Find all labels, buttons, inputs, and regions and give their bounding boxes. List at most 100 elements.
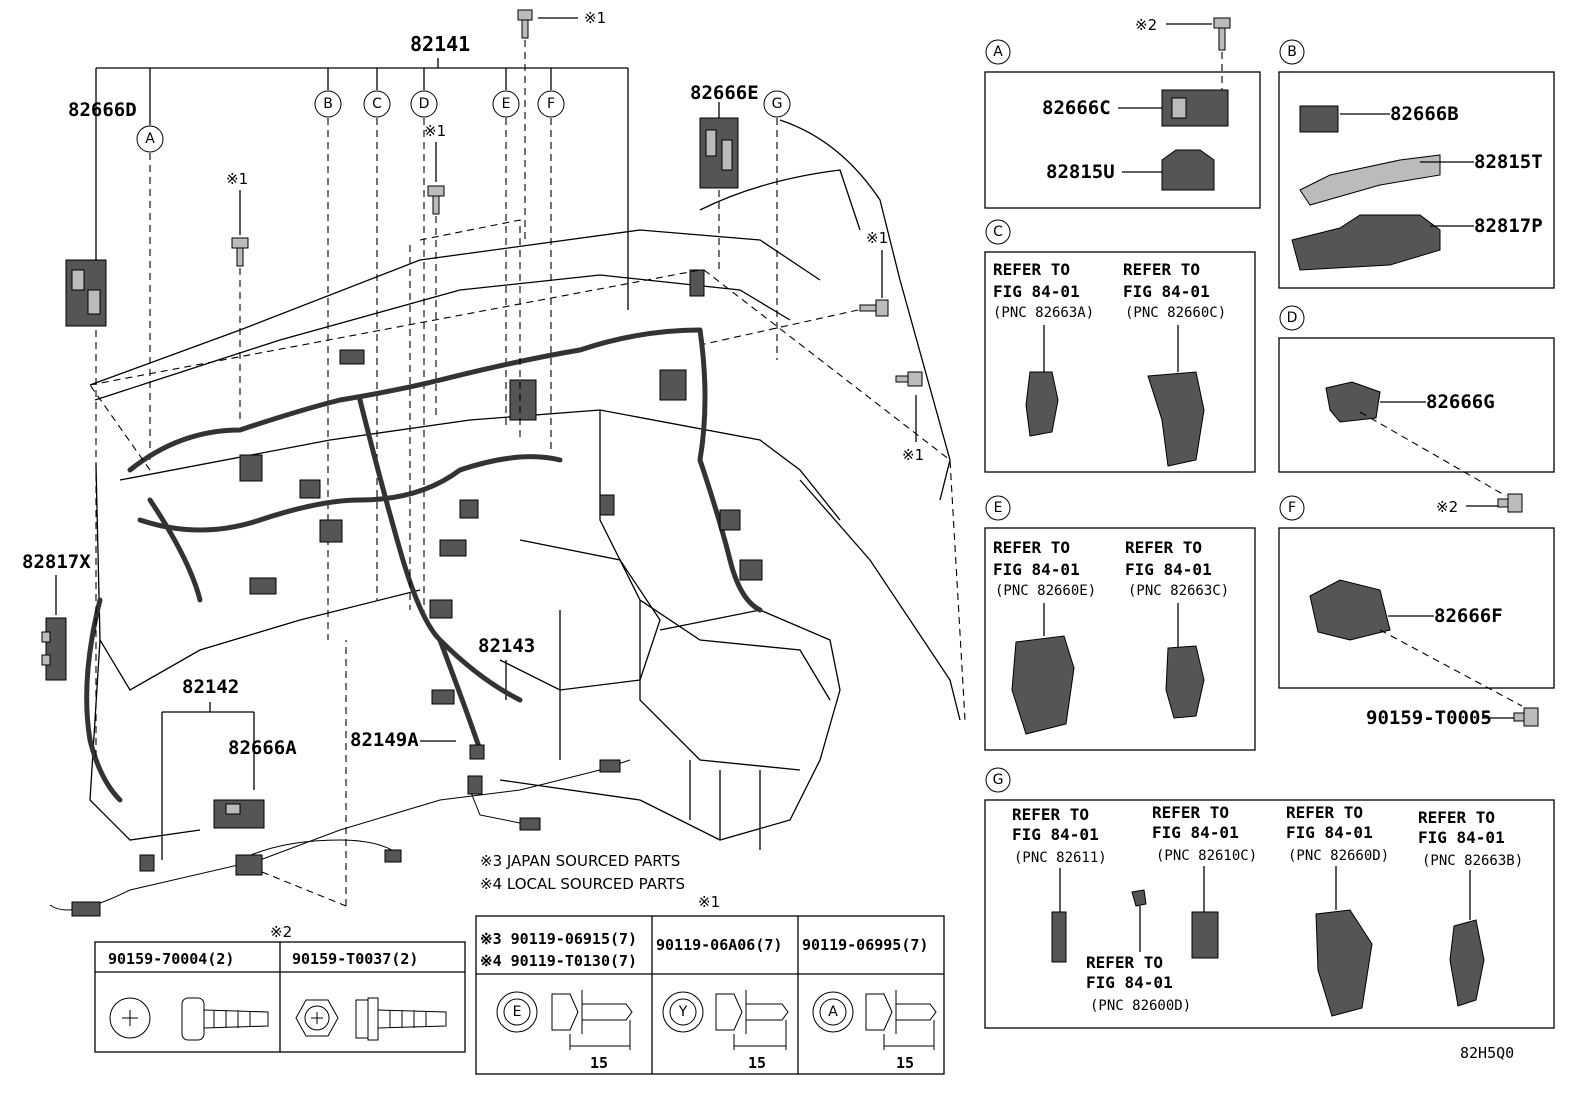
svg-text:G: G [772, 96, 783, 112]
svg-text:※2: ※2 [1135, 16, 1157, 34]
svg-text:(PNC 82663B): (PNC 82663B) [1422, 853, 1523, 869]
svg-text:E: E [994, 500, 1003, 516]
svg-text:D: D [419, 96, 430, 112]
svg-text:(PNC 82600D): (PNC 82600D) [1090, 998, 1191, 1014]
table2-col2: 90159-T0037(2) [292, 950, 418, 968]
svg-text:A: A [993, 44, 1003, 60]
svg-text:(PNC 82610C): (PNC 82610C) [1156, 848, 1257, 864]
part-82660E [1011, 635, 1075, 735]
svg-text:(PNC 82660C): (PNC 82660C) [1125, 305, 1226, 321]
part-82660D [1315, 909, 1373, 1017]
part-82666F [1309, 579, 1391, 641]
svg-text:REFER TO: REFER TO [993, 538, 1070, 557]
svg-text:A: A [828, 1004, 838, 1020]
svg-text:FIG 84-01: FIG 84-01 [1418, 828, 1505, 847]
svg-text:15: 15 [748, 1054, 766, 1072]
fastener-table-1: ※1 ※3 90119-06915(7) ※4 90119-T0130(7) 9… [475, 893, 945, 1075]
svg-text:(PNC 82611): (PNC 82611) [1014, 850, 1107, 866]
svg-text:82815T: 82815T [1474, 151, 1543, 173]
svg-text:82666F: 82666F [1434, 605, 1503, 627]
part-82817P [1291, 214, 1441, 271]
svg-text:FIG 84-01: FIG 84-01 [1152, 823, 1239, 842]
mark-left: ※1 [226, 170, 248, 188]
svg-text:E: E [513, 1004, 522, 1020]
svg-text:E: E [502, 96, 511, 112]
svg-text:C: C [993, 224, 1003, 240]
note-local: ※4 LOCAL SOURCED PARTS [480, 875, 685, 893]
part-82610C [1191, 911, 1219, 959]
label-82817X: 82817X [22, 551, 91, 573]
module-82666D [65, 259, 107, 327]
callout-E: E [492, 90, 520, 118]
svg-text:REFER TO: REFER TO [1123, 260, 1200, 279]
svg-text:※2: ※2 [1436, 498, 1458, 516]
note-japan: ※3 JAPAN SOURCED PARTS [480, 852, 680, 870]
callout-G: G [763, 90, 791, 118]
table1-col2: 90119-06A06(7) [656, 936, 782, 954]
part-82815U [1161, 149, 1215, 191]
svg-text:A: A [145, 131, 155, 147]
svg-text:(PNC 82663C): (PNC 82663C) [1128, 583, 1229, 599]
svg-text:REFER TO: REFER TO [1286, 803, 1363, 822]
svg-text:※1: ※1 [698, 893, 720, 911]
svg-text:82666G: 82666G [1426, 391, 1495, 413]
bolt-icon [1213, 17, 1231, 51]
svg-text:82815U: 82815U [1046, 161, 1115, 183]
fastener-table-2: ※2 90159-70004(2) 90159-T0037(2) [94, 923, 466, 1053]
label-82141: 82141 [410, 32, 470, 56]
label-82142: 82142 [182, 676, 239, 698]
label-82666E: 82666E [690, 82, 759, 104]
svg-text:REFER TO: REFER TO [1125, 538, 1202, 557]
svg-text:REFER TO: REFER TO [1152, 803, 1229, 822]
mark-mid: ※1 [424, 122, 446, 140]
bolt-icon [427, 185, 445, 215]
part-82663C [1165, 645, 1205, 719]
label-82666A: 82666A [228, 737, 297, 759]
part-82815T [1299, 154, 1441, 206]
svg-text:(PNC 82663A): (PNC 82663A) [993, 305, 1094, 321]
callout-D: D [410, 90, 438, 118]
callout-B: B [314, 90, 342, 118]
panel-F: F 82666F 90159-T0005 [1278, 495, 1555, 729]
svg-text:Y: Y [678, 1004, 688, 1020]
svg-text:15: 15 [590, 1054, 608, 1072]
panel-D: D 82666G ※2 [1278, 305, 1555, 516]
part-82663A [1025, 371, 1059, 437]
bolt-icon [859, 299, 889, 317]
svg-text:82666B: 82666B [1390, 103, 1459, 125]
svg-text:※2: ※2 [270, 923, 292, 941]
label-82143: 82143 [478, 635, 535, 657]
svg-text:FIG 84-01: FIG 84-01 [993, 282, 1080, 301]
part-82666G [1325, 381, 1381, 423]
table2-col1: 90159-70004(2) [108, 950, 234, 968]
panel-G: G REFER TO FIG 84-01 (PNC 82611) REFER T… [984, 767, 1555, 1029]
part-82611 [1051, 911, 1067, 963]
svg-text:FIG 84-01: FIG 84-01 [1012, 825, 1099, 844]
part-82663B [1449, 919, 1485, 1007]
svg-text:B: B [323, 96, 333, 112]
label-82149A: 82149A [350, 729, 419, 751]
svg-text:FIG 84-01: FIG 84-01 [1123, 282, 1210, 301]
panel-A: A ※2 82666C 82815U [984, 16, 1261, 209]
svg-text:REFER TO: REFER TO [1086, 953, 1163, 972]
svg-text:G: G [993, 772, 1004, 788]
table1-col1a: ※3 90119-06915(7) [480, 930, 637, 948]
bolt-icon [231, 237, 249, 267]
svg-text:15: 15 [896, 1054, 914, 1072]
panel-C: C REFER TO FIG 84-01 (PNC 82663A) REFER … [984, 219, 1256, 473]
module-82817X [41, 617, 67, 681]
label-82666D: 82666D [68, 99, 137, 121]
mark-top: ※1 [584, 9, 606, 27]
bolt-icon [517, 9, 533, 39]
bolt-icon [1497, 493, 1523, 513]
mark-right2: ※1 [902, 446, 924, 464]
diagram-code: 82H5Q0 [1460, 1044, 1514, 1062]
bolt-icon [895, 371, 923, 387]
bolt-icon [1513, 707, 1539, 727]
callout-C: C [363, 90, 391, 118]
svg-text:FIG 84-01: FIG 84-01 [1086, 973, 1173, 992]
svg-text:FIG 84-01: FIG 84-01 [993, 560, 1080, 579]
mark-right1: ※1 [866, 229, 888, 247]
connector [239, 454, 263, 482]
